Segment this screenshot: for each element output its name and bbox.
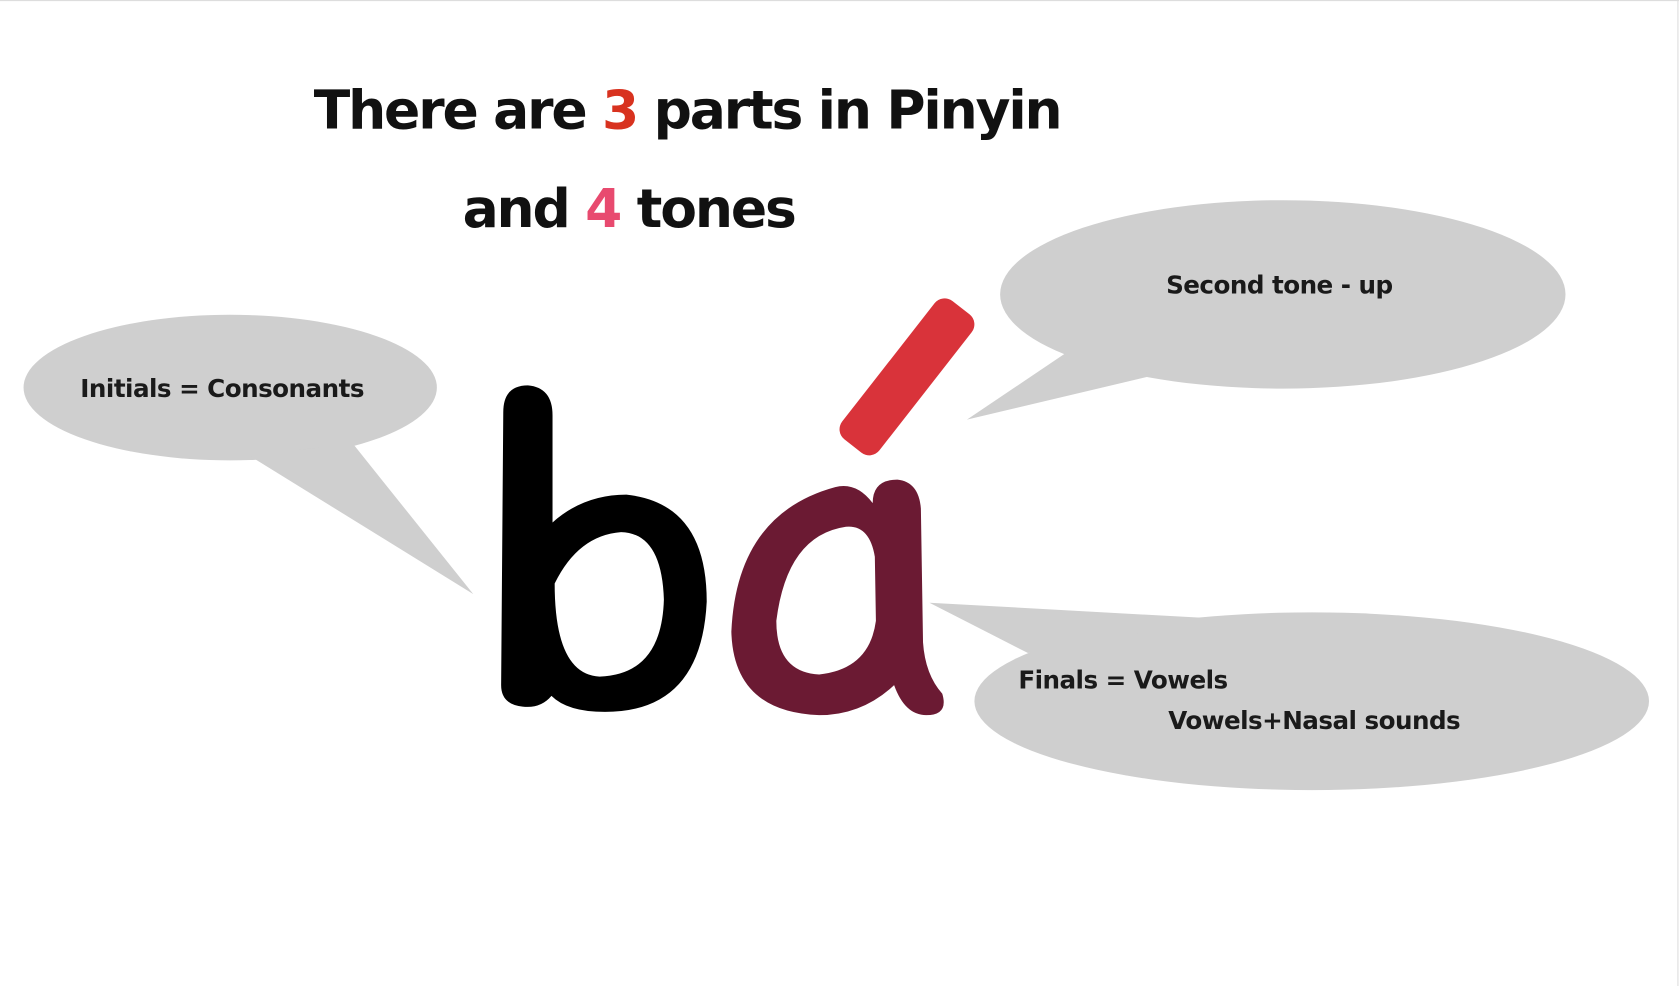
- finals-label-line-1: Finals = Vowels: [1018, 665, 1227, 694]
- title-line-2: and 4 tones: [463, 177, 795, 240]
- tone-label: Second tone - up: [1166, 270, 1392, 299]
- initials-label: Initials = Consonants: [80, 374, 364, 403]
- number-four: 4: [585, 177, 620, 240]
- number-three: 3: [602, 78, 637, 141]
- second-tone-mark-icon: [839, 298, 975, 456]
- tone-speech-bubble: [966, 200, 1566, 420]
- final-letter-a: [731, 479, 944, 716]
- initials-speech-bubble: [23, 314, 474, 595]
- finals-speech-bubble: [929, 602, 1650, 791]
- title-line-1: There are 3 parts in Pinyin: [314, 78, 1061, 141]
- initial-letter-b: [501, 385, 707, 712]
- finals-label-line-2: Vowels+Nasal sounds: [1168, 706, 1460, 735]
